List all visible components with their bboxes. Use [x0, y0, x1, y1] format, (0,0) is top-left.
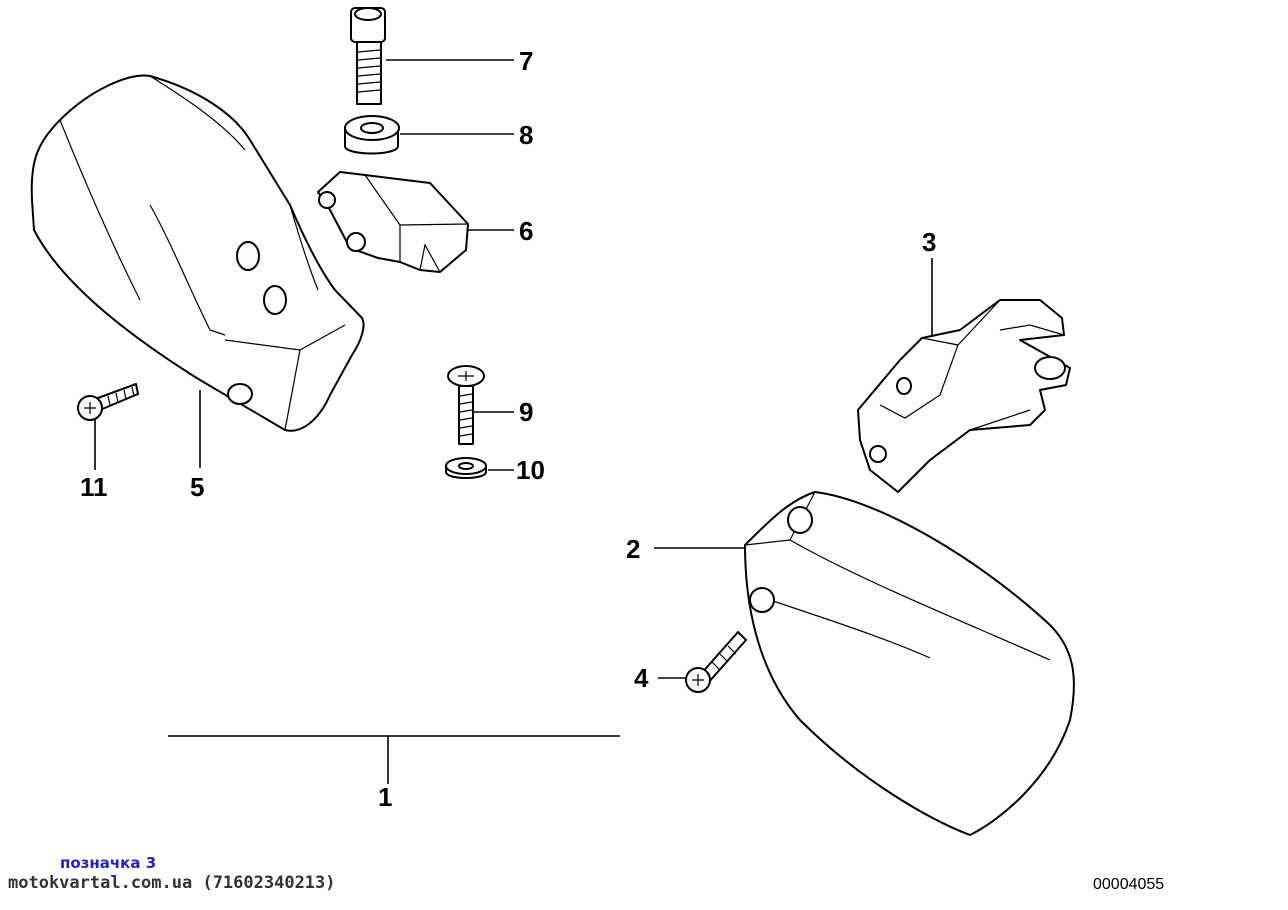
note-label: позначка 3 [60, 854, 157, 872]
callout-1: 1 [378, 782, 392, 812]
washer-8 [344, 115, 400, 155]
callout-5: 5 [190, 472, 204, 502]
screw-11 [77, 383, 139, 421]
callout-3: 3 [922, 227, 936, 257]
callout-4: 4 [634, 663, 649, 693]
leader-lines [94, 59, 933, 784]
hand-guard-left [30, 74, 365, 432]
hand-guard-right [744, 491, 1075, 836]
screw-9 [447, 365, 485, 445]
callout-7: 7 [519, 46, 533, 76]
callout-8: 8 [519, 120, 533, 150]
callout-11: 11 [80, 472, 108, 502]
watermark: motokvartal.com.ua (71602340213) [8, 873, 336, 893]
callout-2: 2 [626, 534, 640, 564]
screw-4 [685, 631, 747, 693]
callout-6: 6 [519, 216, 533, 246]
callout-10: 10 [516, 455, 545, 485]
washer-10 [445, 457, 487, 479]
callout-numbers: 7 8 6 9 10 5 11 3 2 4 1 [80, 46, 936, 812]
bolt-7 [350, 7, 386, 105]
callout-9: 9 [519, 397, 533, 427]
diagram-id: 00004055 [1093, 876, 1165, 893]
bracket-3 [857, 299, 1071, 493]
bracket-6 [317, 171, 469, 273]
